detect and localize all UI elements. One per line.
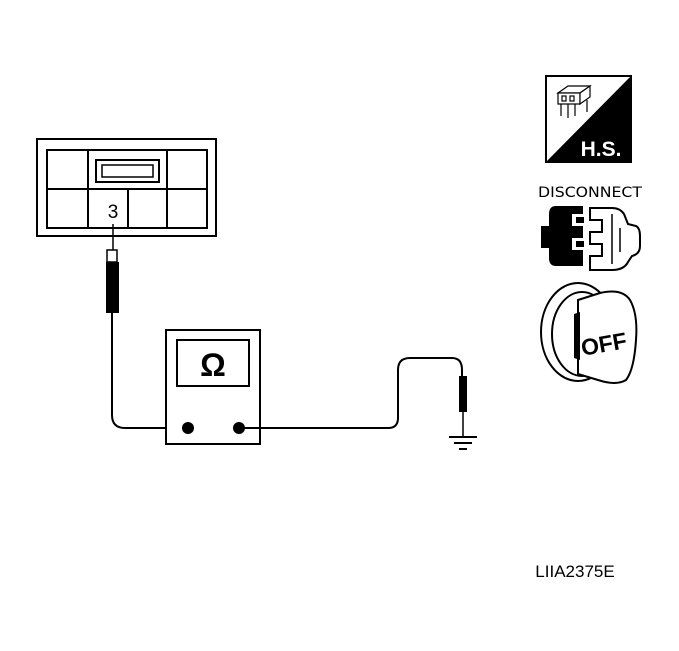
harness-side-label: H.S. <box>581 138 622 161</box>
meter-terminal-left <box>182 422 194 434</box>
pin-number-label: 3 <box>108 202 119 223</box>
ohm-icon: Ω <box>200 347 226 383</box>
disconnect-label: DISCONNECT <box>538 185 642 201</box>
ignition-key-off-icon: OFF <box>540 282 638 384</box>
disconnect-connector-icon: DISCONNECT <box>538 185 642 271</box>
probe-lead-right <box>239 357 467 436</box>
figure-id-label: LIIA2375E <box>535 562 614 581</box>
harness-connector: 3 <box>36 138 217 237</box>
probe-lead-left <box>106 224 188 429</box>
ohmmeter: Ω <box>165 329 261 445</box>
ground-icon <box>449 436 477 450</box>
harness-side-icon: H.S. <box>545 75 632 163</box>
